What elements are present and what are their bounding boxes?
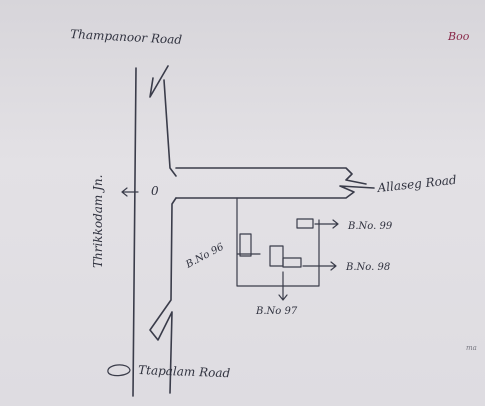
building-96-outline [239, 233, 252, 257]
arrow-to-98 [302, 261, 337, 271]
label-thampanoor-road: Thampanoor Road [70, 27, 183, 47]
arrow-to-99 [314, 219, 339, 229]
building-98-outline [269, 245, 284, 267]
branch-road-top-edge [175, 167, 367, 185]
main-road-right-edge [149, 65, 177, 394]
origin-marker: 0 [151, 184, 159, 198]
label-allaseg-road: Allaseg Road [376, 173, 458, 195]
left-arrow [121, 187, 139, 197]
label-building-99: B.No. 99 [347, 221, 393, 232]
building-99-outline [296, 218, 314, 229]
label-ttapalam-road: Ttapalam Road [138, 363, 231, 380]
plot-boundary [236, 197, 320, 287]
margin-note-bottom-right: ma [466, 344, 477, 352]
label-thrikkodam-jn: Thrikkodam Jn. [91, 175, 105, 268]
label-building-98: B.No. 98 [345, 262, 390, 273]
arrow-to-97 [278, 271, 288, 301]
bottom-road-scribble [107, 364, 131, 377]
building-98-annex [282, 257, 302, 268]
branch-road-bottom-edge [175, 185, 375, 199]
label-building-96: B.No 96 [183, 241, 226, 271]
label-building-97: B.No 97 [255, 306, 298, 317]
main-road-left-edge [132, 67, 137, 397]
margin-note-top-right: Boo [447, 30, 470, 43]
